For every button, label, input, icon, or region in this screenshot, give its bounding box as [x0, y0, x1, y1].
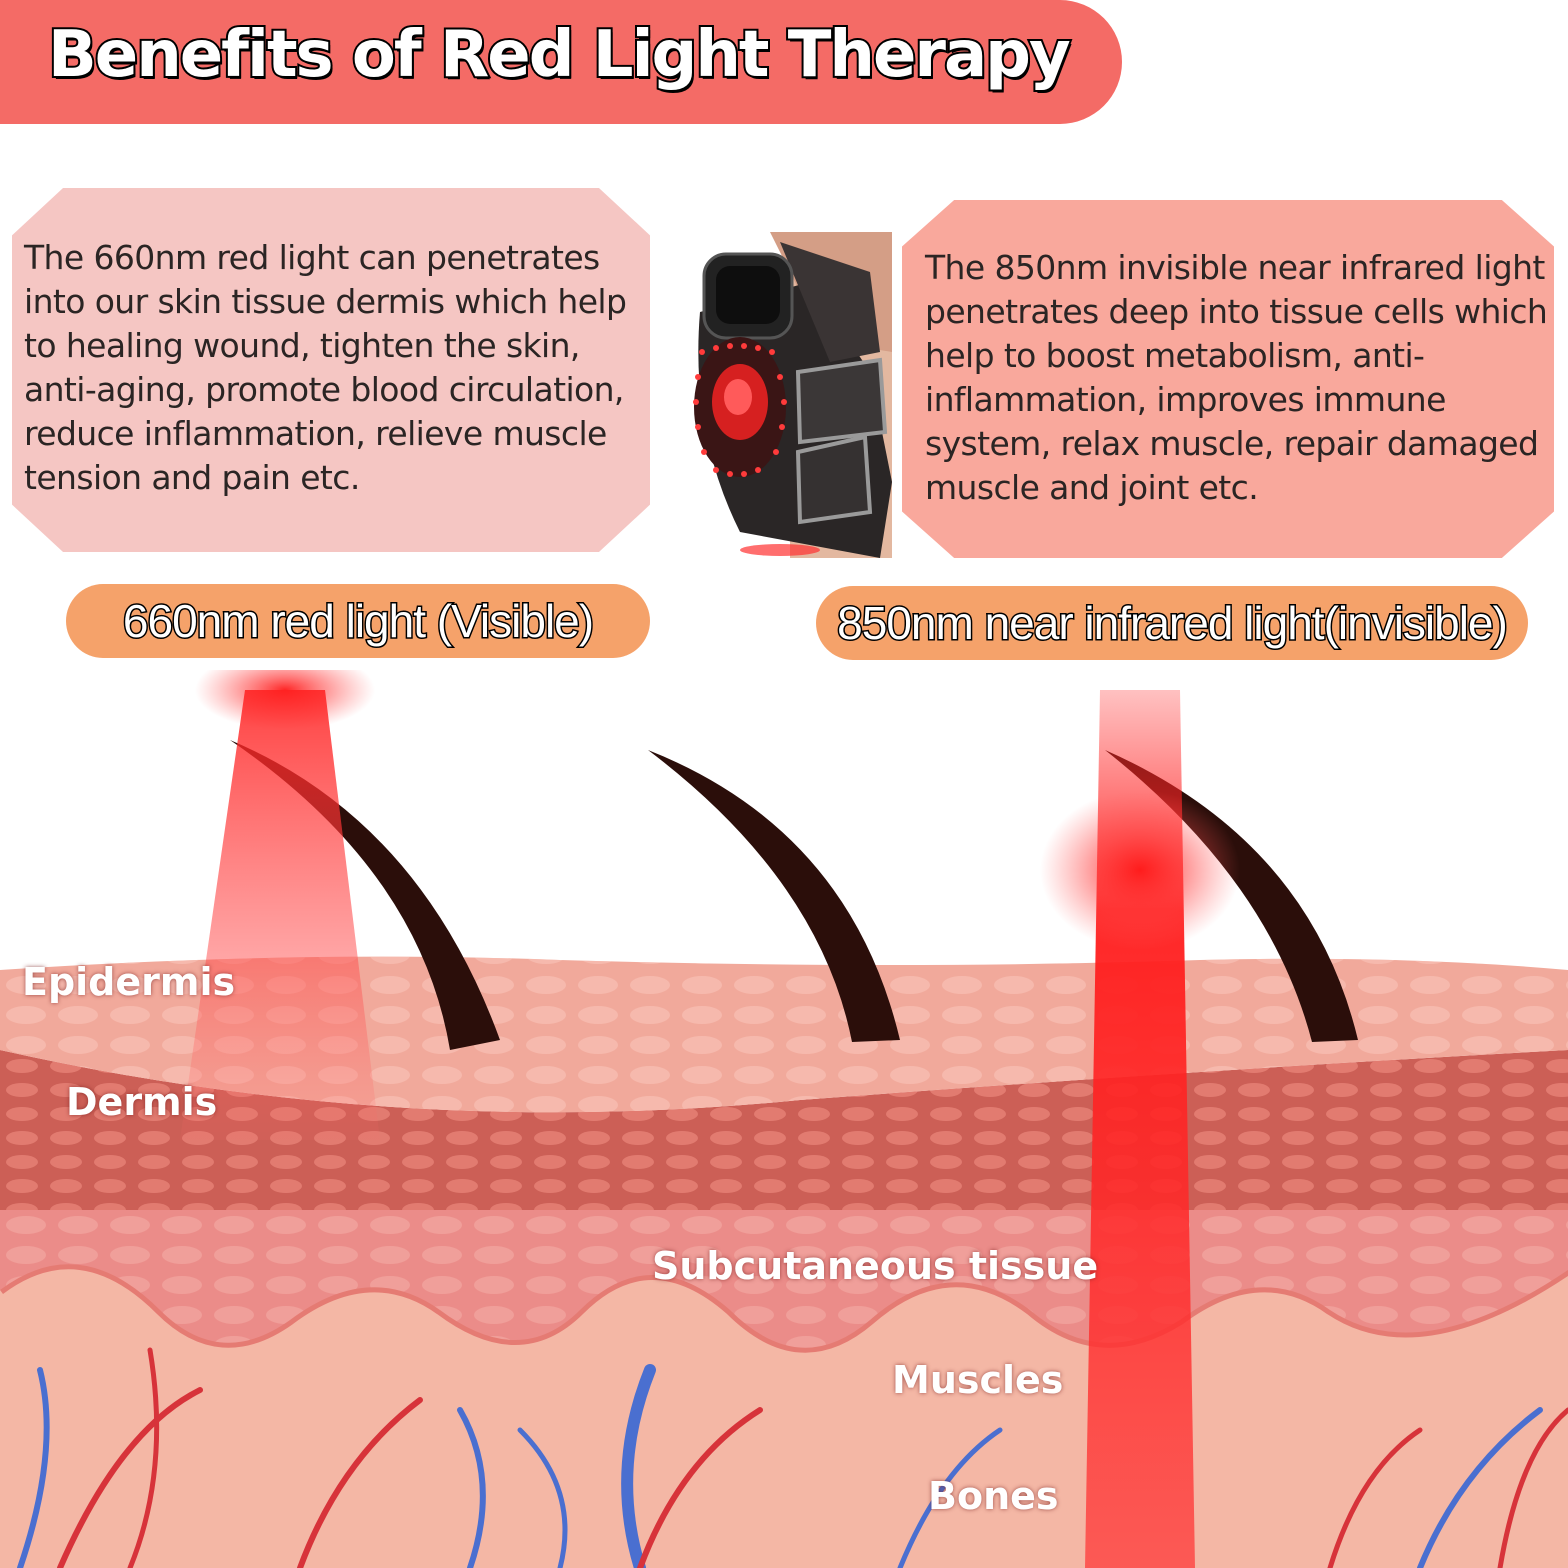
info-card-850nm: The 850nm invisible near infrared light …: [902, 200, 1554, 558]
knee-device-image: [693, 232, 892, 558]
label-epidermis: Epidermis: [22, 960, 236, 1004]
label-660nm: 660nm red light (Visible): [66, 584, 650, 658]
page-title: Benefits of Red Light Therapy: [46, 16, 1073, 94]
label-660nm-text: 660nm red light (Visible): [121, 594, 595, 649]
label-muscles: Muscles: [892, 1358, 1064, 1402]
label-subcutaneous: Subcutaneous tissue: [652, 1244, 1099, 1288]
label-bones: Bones: [928, 1474, 1059, 1518]
label-850nm-text: 850nm near infrared light(invisible): [836, 596, 1510, 651]
label-850nm: 850nm near infrared light(invisible): [816, 586, 1528, 660]
info-text-850nm: The 850nm invisible near infrared light …: [925, 248, 1548, 507]
info-text-660nm: The 660nm red light can penetrates into …: [24, 238, 627, 497]
skin-layers-illustration: [0, 670, 1568, 1568]
title-banner: Benefits of Red Light Therapy: [0, 0, 1122, 124]
label-dermis: Dermis: [66, 1080, 218, 1124]
info-card-660nm: The 660nm red light can penetrates into …: [12, 188, 650, 552]
